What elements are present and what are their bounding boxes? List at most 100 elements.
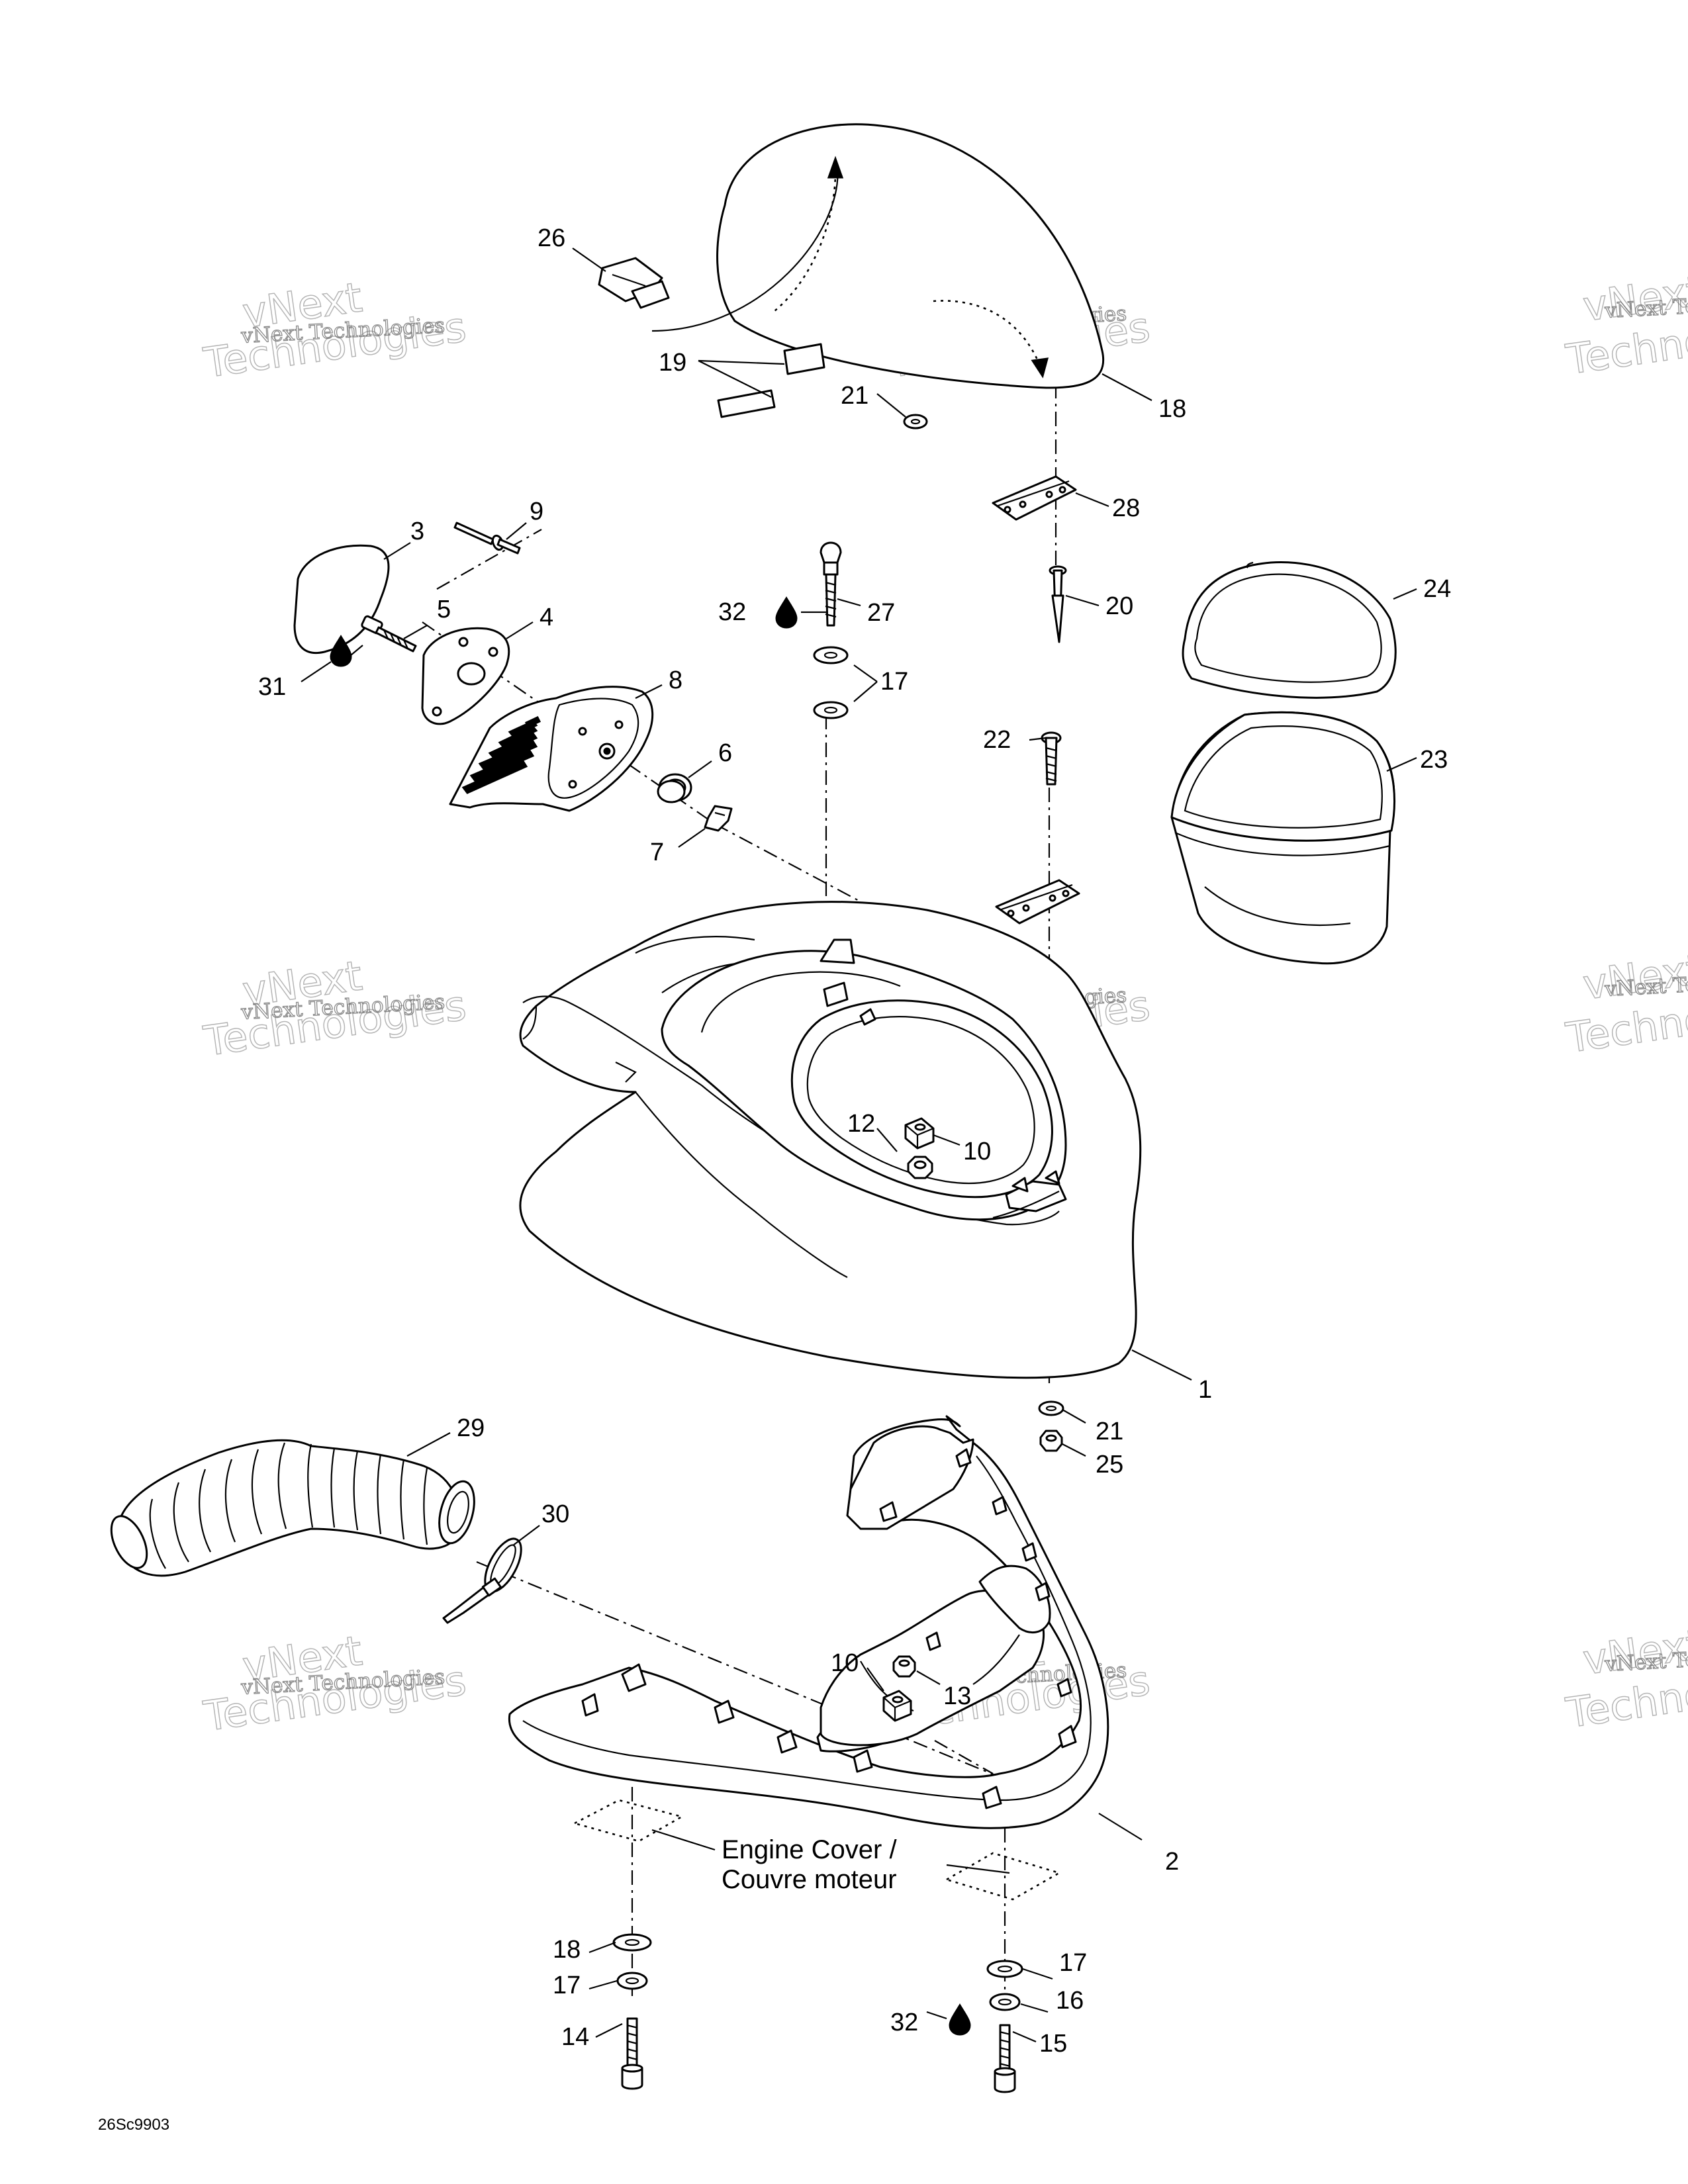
mount-pad [944, 1852, 1062, 1901]
lock-washer-icon [989, 1993, 1021, 2011]
leader-line [506, 522, 527, 540]
pad-icon [783, 343, 825, 375]
mirror-stud [361, 615, 417, 653]
leader-line [635, 684, 663, 699]
cover-clip [925, 1631, 941, 1651]
leader-line [946, 1864, 1010, 1874]
rivet [1049, 565, 1067, 643]
bolt-13 [994, 2024, 1016, 2093]
leader-line [916, 1670, 941, 1685]
strap-buckle [598, 257, 670, 309]
leader-line [853, 664, 878, 682]
duct-seam [972, 1634, 1020, 1685]
mount-edge [992, 1191, 1060, 1219]
callout-number: 18 [553, 1936, 581, 1964]
top-deck [519, 901, 1142, 1379]
callout-number: 15 [1039, 2030, 1067, 2058]
washer-hole [624, 1938, 640, 1946]
stud-thread-lines [383, 629, 408, 649]
lubricant-drop-icon [330, 635, 352, 667]
hinge-lower [995, 879, 1080, 925]
hose-rib [199, 1469, 211, 1553]
washer-hole [823, 651, 838, 659]
screw-thread [1045, 747, 1057, 782]
lubricant-drop-icon [949, 2003, 971, 2036]
clip [859, 1008, 876, 1026]
wing-nut-7 [704, 805, 733, 832]
engine-cover-caption-fr: Couvre moteur [722, 1865, 897, 1894]
grommet-6 [657, 773, 692, 803]
hose-rib [307, 1443, 314, 1528]
hinge-hole [1022, 904, 1030, 912]
engine-cover [508, 1415, 1109, 1829]
leader-line [926, 2011, 947, 2020]
hinge-hole [1007, 909, 1015, 917]
leader-line [350, 645, 363, 656]
callout-number: 1 [1198, 1376, 1212, 1404]
callout-number: 5 [437, 596, 451, 623]
cover-clip [879, 1501, 898, 1522]
cover-clip [714, 1700, 735, 1724]
callout-number: 17 [880, 668, 908, 696]
cover-clip [1035, 1582, 1051, 1602]
hinge-hole [1049, 894, 1056, 902]
leader-line [853, 681, 878, 702]
air-hose [110, 1439, 475, 1577]
washer-hole [998, 1998, 1012, 2006]
callout-number: 10 [963, 1138, 991, 1165]
cover-clip [1058, 1725, 1077, 1749]
deck-contour [635, 1091, 848, 1278]
clip [1011, 1177, 1029, 1193]
leader-line [301, 661, 332, 682]
callout-number: 31 [258, 673, 286, 701]
cover-clip [982, 1786, 1002, 1809]
callout-number: 22 [983, 726, 1011, 754]
bin-opening [1184, 725, 1383, 829]
hinge-pin [999, 884, 1073, 911]
duct-outlet [978, 1565, 1051, 1634]
recess-contour [700, 971, 901, 1033]
engine-cover-caption: Engine Cover / [722, 1835, 897, 1864]
washer-hole [625, 1977, 639, 1985]
leader-line [876, 1128, 898, 1152]
cover-clip [955, 1448, 972, 1468]
leader-lines [301, 248, 1417, 2043]
callout-number: 6 [718, 739, 732, 767]
washer-icon [986, 1960, 1023, 1978]
cover-inner-edge [522, 1455, 1092, 1801]
leader-line [1075, 492, 1109, 508]
callout-number: 9 [530, 498, 543, 525]
wing-nut-edge [714, 811, 726, 817]
bolt-12 [621, 2017, 643, 2090]
callout-number: 21 [841, 382, 868, 410]
hinge-hole [1058, 486, 1066, 494]
leader-line [867, 1667, 884, 1692]
latch-nut-10 [904, 1117, 935, 1150]
hose-end [110, 1515, 148, 1569]
tie-head [481, 1577, 502, 1597]
storage-opening-lip [806, 1016, 1035, 1185]
center-line [934, 1740, 994, 1774]
leader-line [1022, 1968, 1053, 1980]
leader-line [406, 1432, 451, 1457]
rivet-pin [1051, 594, 1064, 643]
callout-number: 21 [1096, 1418, 1123, 1445]
leader-line [1065, 594, 1100, 607]
leader-line [876, 393, 906, 418]
rivet-9 [453, 522, 521, 555]
hose-rib [173, 1482, 189, 1563]
cover-clip [1056, 1678, 1072, 1698]
nut-edge [883, 1697, 912, 1721]
hose-rib [400, 1459, 405, 1540]
center-line [476, 1561, 1000, 1778]
strap-path [651, 165, 839, 332]
leader-line [1098, 1813, 1143, 1841]
washer-hole [1045, 1405, 1057, 1412]
leader-line [506, 621, 534, 639]
leader-line [588, 1979, 618, 1990]
nut-body [904, 1117, 935, 1150]
buckle-slot [612, 273, 646, 287]
latch-mount [820, 938, 855, 964]
callout-number: 20 [1105, 592, 1133, 620]
